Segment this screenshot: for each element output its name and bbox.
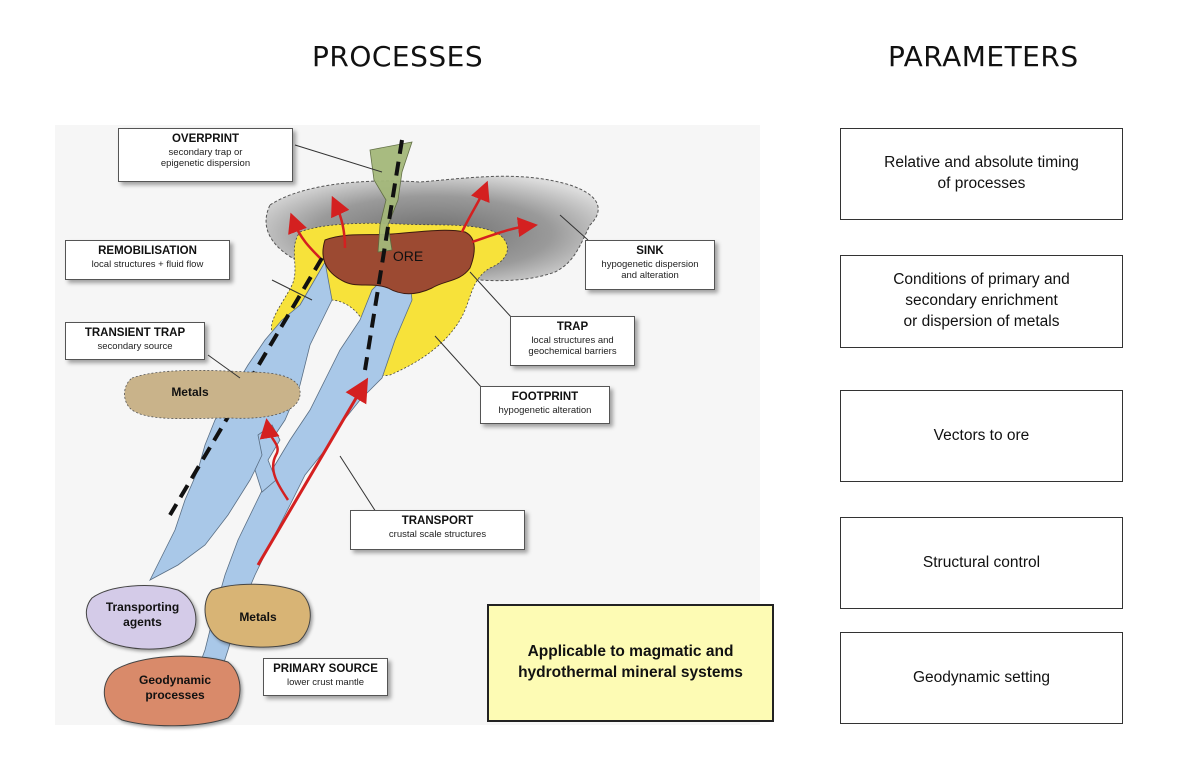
transport-arrow <box>256 377 369 566</box>
trap-sub1: local structures and <box>531 334 614 346</box>
leader-remobilisation <box>271 279 313 301</box>
overprint-callout: OVERPRINT secondary trap or epigenetic d… <box>118 128 293 182</box>
primary-source-title: PRIMARY SOURCE <box>273 663 378 675</box>
transient-trap-title: TRANSIENT TRAP <box>84 327 186 339</box>
ore-body <box>322 229 475 295</box>
footprint-callout: FOOTPRINT hypogenetic alteration <box>480 386 610 424</box>
transport-sub1: crustal scale structures <box>388 528 487 540</box>
transporting-agents-blob <box>86 585 197 650</box>
sink-sub1: hypogenetic dispersion <box>601 258 699 270</box>
parameter-geodynamic-setting: Geodynamic setting <box>840 632 1123 724</box>
ore-arrow-2 <box>331 195 350 249</box>
ore-arrow-3 <box>460 180 490 233</box>
leader-sink <box>559 214 589 241</box>
metals-lower-label: Metals <box>239 610 277 624</box>
remobilisation-sub1: local structures + fluid flow <box>91 258 204 270</box>
trap-sub2: geochemical barriers <box>528 346 617 358</box>
leader-transient-trap <box>207 354 241 379</box>
transient-trap-callout: TRANSIENT TRAP secondary source <box>65 322 205 360</box>
transient-trap-metals <box>124 369 301 420</box>
sink-callout: SINK hypogenetic dispersion and alterati… <box>585 240 715 290</box>
transporting-agents-label: Transporting agents <box>105 600 180 629</box>
overprint-zone <box>369 141 413 253</box>
primary-source-callout: PRIMARY SOURCE lower crust mantle <box>263 658 388 696</box>
parameter-timing: Relative and absolute timing of processe… <box>840 128 1123 220</box>
transient-trap-sub1: secondary source <box>97 340 173 352</box>
sink-title: SINK <box>636 245 664 257</box>
footprint-sub1: hypogenetic alteration <box>498 404 592 416</box>
overprint-sub2: epigenetic dispersion <box>160 158 251 170</box>
primary-source-sub1: lower crust mantle <box>286 676 365 688</box>
processes-title: PROCESSES <box>312 40 484 73</box>
geodynamic-processes-label: Geodynamic processes <box>138 673 212 702</box>
transport-title: TRANSPORT <box>401 515 474 527</box>
parameters-title: PARAMETERS <box>888 40 1079 73</box>
trap-callout: TRAP local structures and geochemical ba… <box>510 316 635 366</box>
applicability-note: Applicable to magmatic and hydrothermal … <box>487 604 774 722</box>
parameter-vectors-to-ore: Vectors to ore <box>840 390 1123 482</box>
leader-transport <box>339 455 377 513</box>
leader-footprint <box>434 335 483 389</box>
overprint-sub1: secondary trap or <box>168 146 243 158</box>
metals-lower-blob <box>204 583 311 648</box>
metals-upper-label: Metals <box>171 385 209 399</box>
remobilisation-fault-line <box>168 256 324 517</box>
transport-callout: TRANSPORT crustal scale structures <box>350 510 525 550</box>
leader-trap <box>469 271 513 319</box>
ore-arrow-4 <box>471 217 538 244</box>
overprint-title: OVERPRINT <box>171 133 240 145</box>
geodynamic-processes-blob <box>103 655 241 727</box>
ore-label: ORE <box>392 248 424 264</box>
trap-title: TRAP <box>556 321 589 333</box>
remobilisation-title: REMOBILISATION <box>98 245 197 257</box>
leader-overprint <box>294 144 383 173</box>
ore-arrow-1 <box>288 212 321 259</box>
parameter-structural-control: Structural control <box>840 517 1123 609</box>
main-fault-line <box>363 139 404 371</box>
sink-sub2: and alteration <box>621 270 679 282</box>
parameter-enrichment-conditions: Conditions of primary and secondary enri… <box>840 255 1123 348</box>
remobilisation-callout: REMOBILISATION local structures + fluid … <box>65 240 230 280</box>
footprint-title: FOOTPRINT <box>511 391 579 403</box>
branch-arrow <box>259 418 290 501</box>
